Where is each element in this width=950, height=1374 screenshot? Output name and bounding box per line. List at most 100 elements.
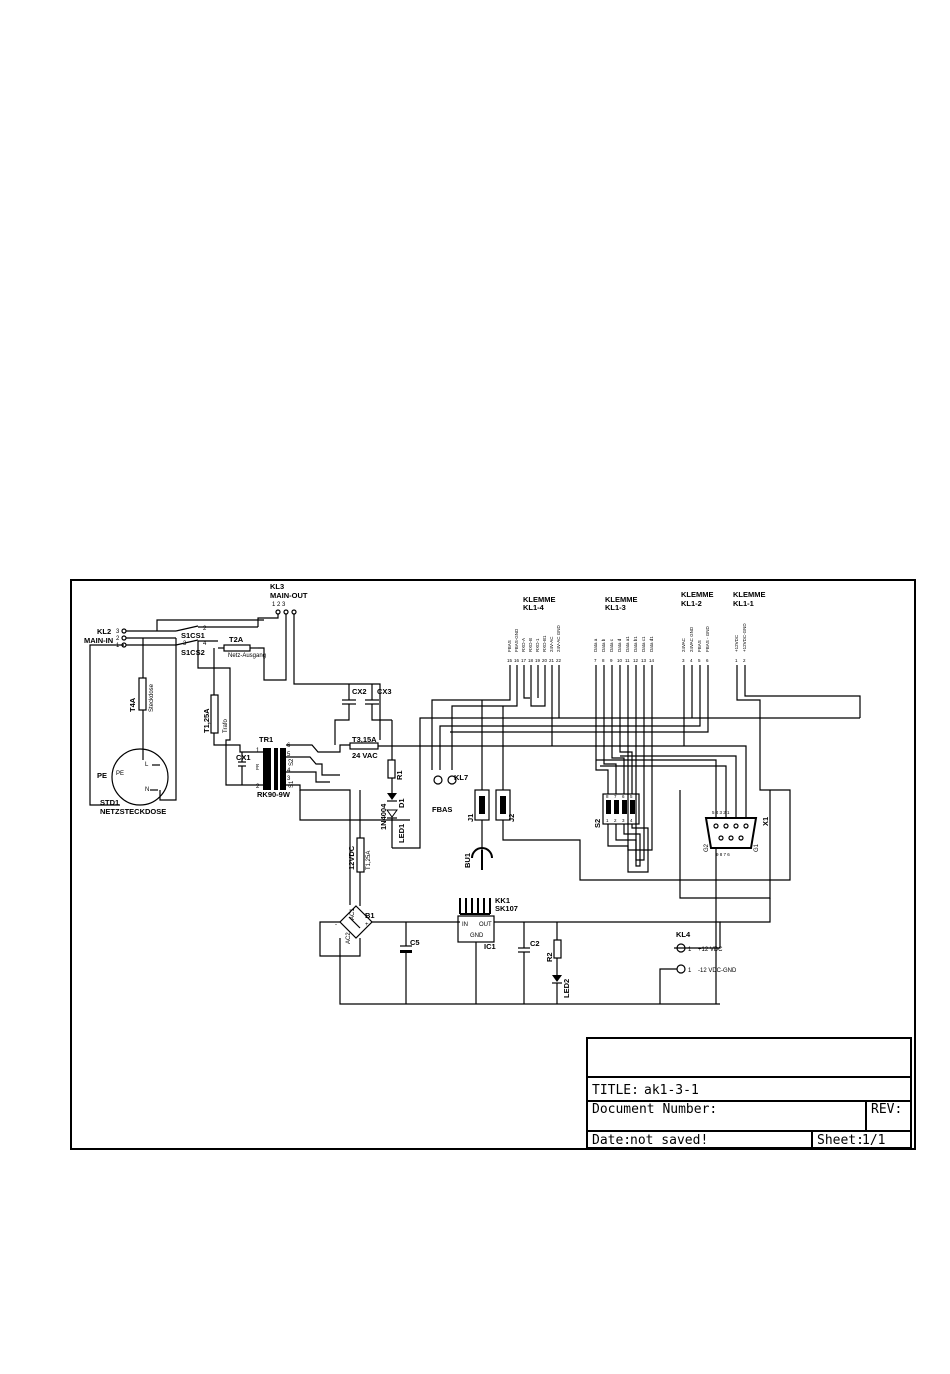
std1-ref: STD1 xyxy=(100,798,119,807)
kl1-3-pin-9: 9 xyxy=(610,658,613,663)
tr1-core xyxy=(274,748,278,790)
led1-diode xyxy=(386,809,398,818)
t3-name: 24 VAC xyxy=(352,751,378,760)
date-value: not saved! xyxy=(630,1133,708,1148)
kl4-pin-1: 1 xyxy=(688,947,692,953)
s2-pin-2: 2 xyxy=(614,818,617,823)
kl1-3-signal-data-a: Data a xyxy=(593,638,598,652)
std1-socket xyxy=(111,748,169,806)
t2a-fuse xyxy=(223,644,251,652)
kl1-2-signal-fbas-gnd: FBAS - GND xyxy=(705,625,710,652)
power-supply-section: B1 AC1 AC2 + - C5 KK1 SK107 IN OUT GND I… xyxy=(319,896,737,1005)
kl1-2-title: KLEMME xyxy=(681,590,714,599)
kl1-4-pin-15: 15 xyxy=(507,658,513,663)
s2-pin-6: 6 xyxy=(622,794,625,799)
kl1-3-signal-data-d1: Data d1 xyxy=(649,636,654,652)
kk1-model: SK107 xyxy=(495,904,518,913)
d1-label: D1 xyxy=(397,798,406,808)
tr1-secondary xyxy=(280,748,286,790)
kl1-2-pin-6: 6 xyxy=(706,658,709,663)
title-value: ak1-3-1 xyxy=(644,1083,699,1098)
kl3-terminal-3 xyxy=(291,609,297,615)
led2-diode xyxy=(552,975,562,982)
t4a-ref: T4A xyxy=(128,697,137,712)
t5-ref: 12VDC xyxy=(347,845,356,870)
kl7-ref: KL7 xyxy=(454,773,468,782)
tr1-pin-4: 4 xyxy=(287,768,291,774)
sheet-label: Sheet: xyxy=(817,1133,864,1148)
kl4-ref: KL4 xyxy=(676,930,691,939)
s2-dip-switch xyxy=(602,793,640,825)
mains-section: KL2 MAIN-IN 3 2 1 S1CS1 S1CS2 2 3 4 T2A … xyxy=(84,582,860,906)
kl1-2-ref: KL1-2 xyxy=(681,599,702,608)
kl1-3-signal-data-c: Data c xyxy=(609,638,614,652)
kl1-4-ref: KL1-4 xyxy=(523,603,545,612)
kl1-4-pin-22: 22 xyxy=(556,658,562,663)
j2-link xyxy=(500,796,506,814)
kl1-1-signal-12vdc-gnd: +12VDC-GND xyxy=(742,623,747,652)
cx1-ref: CX1 xyxy=(236,753,251,762)
cx2-ref: CX2 xyxy=(352,687,367,696)
x1-g1: G1 xyxy=(754,843,760,852)
kl1-4-pin-17: 17 xyxy=(521,658,527,663)
s2-pin-3: 3 xyxy=(622,818,625,823)
ic1-gnd: GND xyxy=(470,933,484,939)
tr1-primary xyxy=(263,748,271,790)
ic1-in: IN xyxy=(462,922,468,928)
t2a-name: Netz-Ausgang xyxy=(228,653,266,659)
kl2-name: MAIN-IN xyxy=(84,636,113,645)
tr1-s1: S1 xyxy=(289,780,295,788)
kl1-2-pin-5: 5 xyxy=(698,658,701,663)
kl1-4-signal-fbas: FBAS xyxy=(507,640,512,652)
kl1-4-pin-21: 21 xyxy=(549,658,555,663)
kl7-name: FBAS xyxy=(432,805,452,814)
kl1-3-pin-11: 11 xyxy=(625,658,630,663)
kl1-2-signals: 24VAC 24VAC GND FBAS FBAS - GND xyxy=(681,625,710,652)
s1-pin-3: 3 xyxy=(183,641,187,647)
kl1-2-pins: 3 4 5 6 xyxy=(682,658,709,663)
led2-ref: LED2 xyxy=(562,979,571,998)
kl1-2-pin-3: 3 xyxy=(682,658,685,663)
title-label: TITLE: xyxy=(592,1083,639,1098)
kl1-3-signal-data-d: Data d xyxy=(617,638,622,652)
d1-ref: 1N4004 xyxy=(379,803,388,830)
sheet-value: 1/1 xyxy=(862,1133,885,1148)
kl1-1-signals: +12VDC +12VDC-GND xyxy=(734,623,747,652)
kl1-3-pins: 7 8 9 10 11 12 13 14 xyxy=(594,658,655,663)
j1-ref: J1 xyxy=(466,814,475,822)
s2-pin-5: 5 xyxy=(630,794,633,799)
kl1-3-terminals xyxy=(595,665,653,675)
sheet-border xyxy=(70,579,916,1150)
kl2-ref: KL2 xyxy=(97,627,111,636)
b1-bridge xyxy=(339,905,373,939)
kl1-2-pin-4: 4 xyxy=(690,658,693,663)
bu1-socket xyxy=(471,847,493,859)
kl1-4-signal-rxd-b1: RXD-B1 xyxy=(542,635,547,652)
kl1-2-terminals xyxy=(683,665,709,675)
date-label: Date: xyxy=(592,1133,631,1148)
kl1-1-title: KLEMME xyxy=(733,590,766,599)
kk1-heatsink xyxy=(459,898,491,915)
kl1-3-title: KLEMME xyxy=(605,595,638,604)
signal-section: KLEMME KL1-4 FBAS FBAS-GND RXD-A RXD-B R… xyxy=(431,590,861,1004)
s2-pin-4: 4 xyxy=(630,818,633,823)
kl4-label-plus: +12 VDC xyxy=(698,947,723,953)
kl2-pin-2: 2 xyxy=(116,636,120,642)
d1-diode xyxy=(387,793,397,800)
kl1-3-pin-10: 10 xyxy=(617,658,623,663)
kl1-4-pin-16: 16 xyxy=(514,658,520,663)
kl1-4-signal-fbas-gnd: FBAS-GND xyxy=(514,628,519,652)
s1-ref-2: S1CS2 xyxy=(181,648,205,657)
tr1-pin-1: 1 xyxy=(256,748,260,754)
t1-ref: T1,25A xyxy=(202,708,211,733)
kl1-3-pin-12: 12 xyxy=(633,658,639,663)
kl2-pin-3: 3 xyxy=(116,629,120,635)
c5-ref: C5 xyxy=(410,938,420,947)
kl1-3-pin-13: 13 xyxy=(641,658,647,663)
s1-switch-blade-1 xyxy=(175,625,199,632)
t5-value: T1,25A xyxy=(366,851,372,870)
x1-g2: G2 xyxy=(704,843,710,852)
s1-pin-4: 4 xyxy=(203,641,207,647)
kl2-terminal-2 xyxy=(121,635,127,641)
